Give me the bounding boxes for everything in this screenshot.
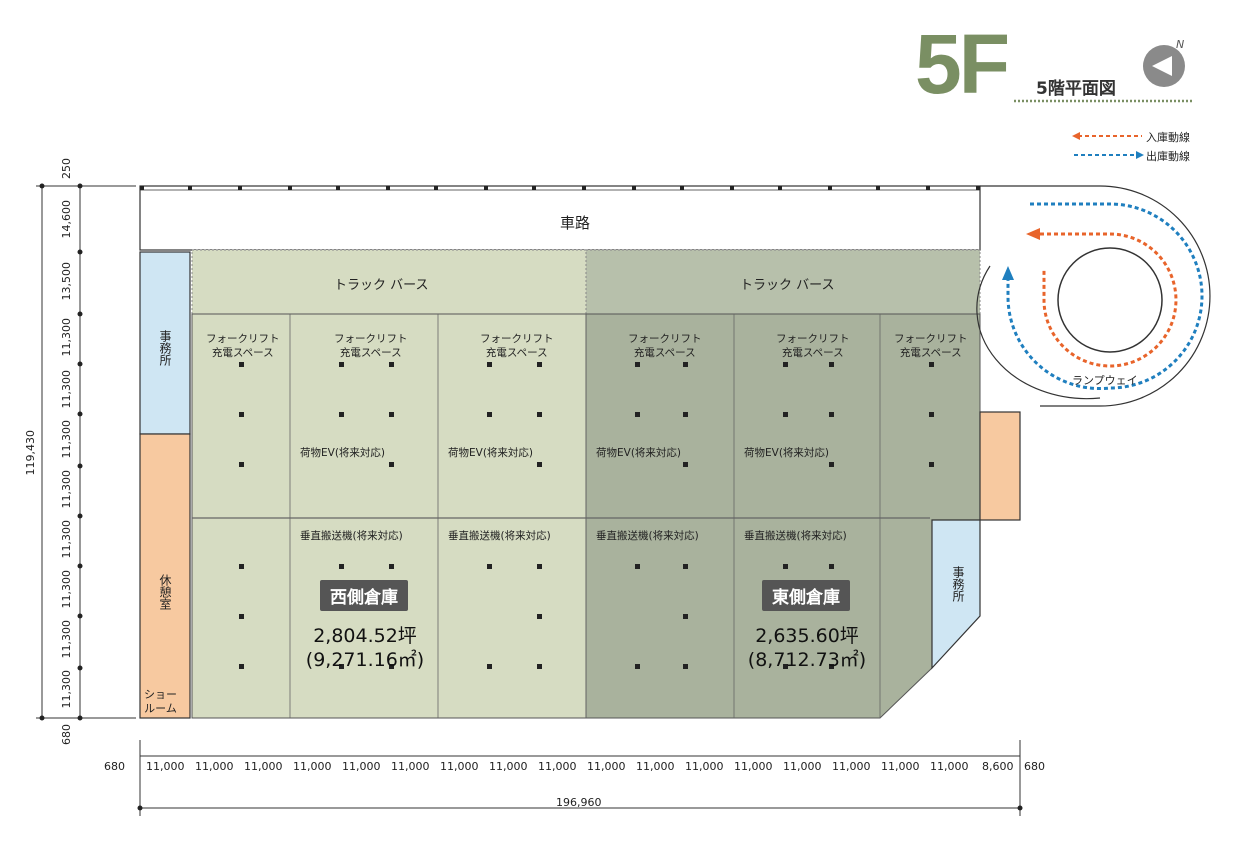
cargo-ev-label-3: 荷物EV(将来対応) — [596, 447, 682, 459]
dim-bottom-11: 11,000 — [636, 760, 675, 773]
dim-left-0: 250 — [60, 158, 73, 179]
dim-bottom-5: 11,000 — [342, 760, 381, 773]
dim-left-11: 680 — [60, 724, 73, 745]
forklift-area-2: フォークリフト 充電スペース — [334, 333, 408, 359]
dim-left-10: 11,300 — [60, 670, 73, 709]
dim-left-total: 119,430 — [24, 430, 37, 476]
truck-berth-east — [585, 249, 981, 315]
dim-bottom-7: 11,000 — [440, 760, 479, 773]
truck-berth-label-west: トラック バース — [334, 278, 429, 293]
forklift-area-4: フォークリフト 充電スペース — [628, 333, 702, 359]
dim-left-7: 11,300 — [60, 520, 73, 559]
compass-icon: N — [1143, 38, 1185, 87]
conveyor-label-3: 垂直搬送機(将来対応) — [596, 530, 699, 542]
dim-bottom-total: 196,960 — [556, 796, 602, 809]
east-warehouse-tsubo: 2,635.60坪 — [755, 625, 859, 647]
west-warehouse-name: 西側倉庫 — [320, 580, 408, 611]
east-warehouse-name: 東側倉庫 — [762, 580, 850, 611]
dim-bottom-0: 680 — [104, 760, 125, 773]
dim-bottom-4: 11,000 — [293, 760, 332, 773]
dim-bottom-1: 11,000 — [146, 760, 185, 773]
dim-bottom-17: 11,000 — [930, 760, 969, 773]
dim-left-5: 11,300 — [60, 420, 73, 459]
west-warehouse — [191, 313, 587, 719]
ramp-label: ランプウェイ — [1072, 374, 1138, 387]
road-label: 車路 — [560, 214, 591, 232]
east-core — [979, 411, 1021, 521]
west-office-label: 事務所 — [158, 330, 172, 366]
legend-inbound-label: 入庫動線 — [1146, 131, 1190, 144]
left-dimension-lines — [36, 185, 136, 719]
forklift-area-6: フォークリフト 充電スペース — [894, 333, 968, 359]
floor-plan-title: 5階平面図 — [1036, 79, 1116, 99]
dim-bottom-19: 680 — [1024, 760, 1045, 773]
dim-bottom-9: 11,000 — [538, 760, 577, 773]
dim-left-1: 14,600 — [60, 200, 73, 239]
forklift-area-5: フォークリフト 充電スペース — [776, 333, 850, 359]
dim-bottom-16: 11,000 — [881, 760, 920, 773]
dim-bottom-10: 11,000 — [587, 760, 626, 773]
dim-left-8: 11,300 — [60, 570, 73, 609]
dim-bottom-13: 11,000 — [734, 760, 773, 773]
cargo-ev-label-4: 荷物EV(将来対応) — [744, 447, 830, 459]
east-office-label: 事務所 — [951, 566, 965, 602]
dim-bottom-14: 11,000 — [783, 760, 822, 773]
west-warehouse-tsubo: 2,804.52坪 — [313, 625, 417, 647]
bottom-dimension-row: 680 11,000 11,000 11,000 11,000 11,000 1… — [104, 760, 1048, 776]
column-dots — [239, 362, 934, 669]
conveyor-label-4: 垂直搬送機(将来対応) — [744, 530, 847, 542]
dim-bottom-3: 11,000 — [244, 760, 283, 773]
cargo-ev-label-1: 荷物EV(将来対応) — [300, 447, 386, 459]
dim-bottom-15: 11,000 — [832, 760, 871, 773]
dim-left-6: 11,300 — [60, 470, 73, 509]
west-office — [139, 251, 191, 435]
dim-bottom-6: 11,000 — [391, 760, 430, 773]
road-area — [139, 185, 981, 251]
showroom-label: ショー ルーム — [144, 688, 177, 715]
floor-number: 5F — [915, 17, 1010, 111]
forklift-area-1: フォークリフト 充電スペース — [206, 333, 280, 359]
west-rest-area — [139, 433, 191, 719]
dim-left-4: 11,300 — [60, 370, 73, 409]
left-dimension-ticks — [39, 183, 83, 721]
rest-room-label: 休憩室 — [158, 574, 172, 610]
bottom-dimension-lines — [139, 740, 1021, 816]
dim-left-3: 11,300 — [60, 318, 73, 357]
dim-bottom-18: 8,600 — [982, 760, 1014, 773]
title-underline — [1014, 99, 1194, 103]
dim-bottom-12: 11,000 — [685, 760, 724, 773]
truck-berth-label-east: トラック バース — [740, 278, 835, 293]
west-warehouse-sqm: (9,271.16㎡) — [305, 649, 425, 671]
conveyor-label-1: 垂直搬送機(将来対応) — [300, 530, 403, 542]
dim-bottom-2: 11,000 — [195, 760, 234, 773]
dim-bottom-8: 11,000 — [489, 760, 528, 773]
west-warehouse-area: 2,804.52坪 (9,271.16㎡) — [300, 624, 430, 672]
bottom-dimension-ticks — [137, 805, 1023, 811]
east-warehouse-sqm: (8,712.73㎡) — [747, 649, 867, 671]
legend-lines — [1072, 132, 1144, 159]
compass-label: N — [1176, 38, 1184, 51]
dim-left-9: 11,300 — [60, 620, 73, 659]
rampway — [976, 185, 1211, 407]
east-office — [931, 519, 981, 670]
forklift-area-3: フォークリフト 充電スペース — [480, 333, 554, 359]
east-warehouse-area: 2,635.60坪 (8,712.73㎡) — [742, 624, 872, 672]
column-grid — [192, 314, 930, 718]
dim-left-2: 13,500 — [60, 262, 73, 301]
legend-outbound-label: 出庫動線 — [1146, 150, 1190, 163]
cargo-ev-label-2: 荷物EV(将来対応) — [448, 447, 534, 459]
perimeter-columns — [140, 186, 980, 190]
conveyor-label-2: 垂直搬送機(将来対応) — [448, 530, 551, 542]
